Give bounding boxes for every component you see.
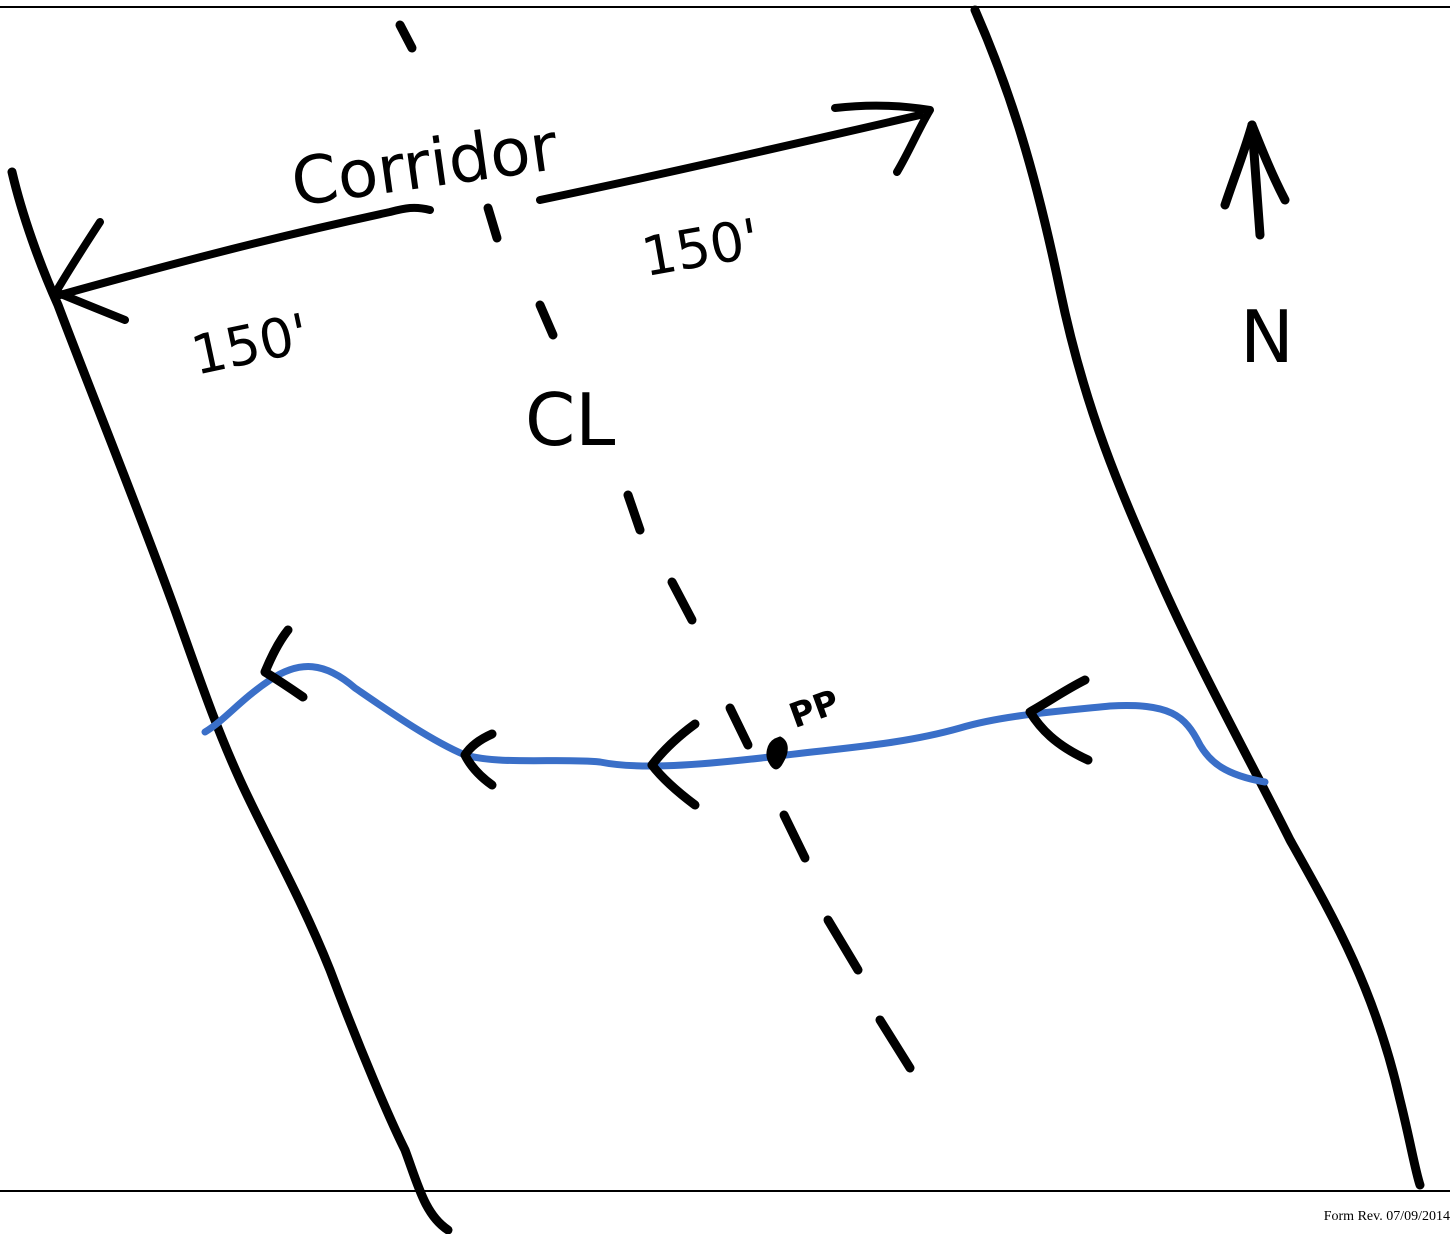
point-marker	[766, 736, 788, 770]
left-corridor-boundary	[7, 167, 453, 1234]
centerline-label: CL	[525, 378, 615, 462]
left-width-label: 150'	[186, 301, 314, 387]
right-corridor-boundary	[970, 5, 1425, 1190]
north-label: N	[1240, 295, 1294, 379]
point-label: PP	[784, 682, 845, 737]
north-arrow-icon	[1220, 120, 1290, 240]
form-revision-text: Form Rev. 07/09/2014	[1323, 1209, 1450, 1224]
stream-line	[201, 663, 1269, 786]
corridor-width-arrow	[52, 101, 934, 324]
corridor-label: Corridor	[287, 108, 563, 222]
centerline	[395, 20, 915, 1073]
right-width-label: 150'	[637, 207, 764, 290]
flow-direction-chevrons	[260, 625, 1093, 810]
